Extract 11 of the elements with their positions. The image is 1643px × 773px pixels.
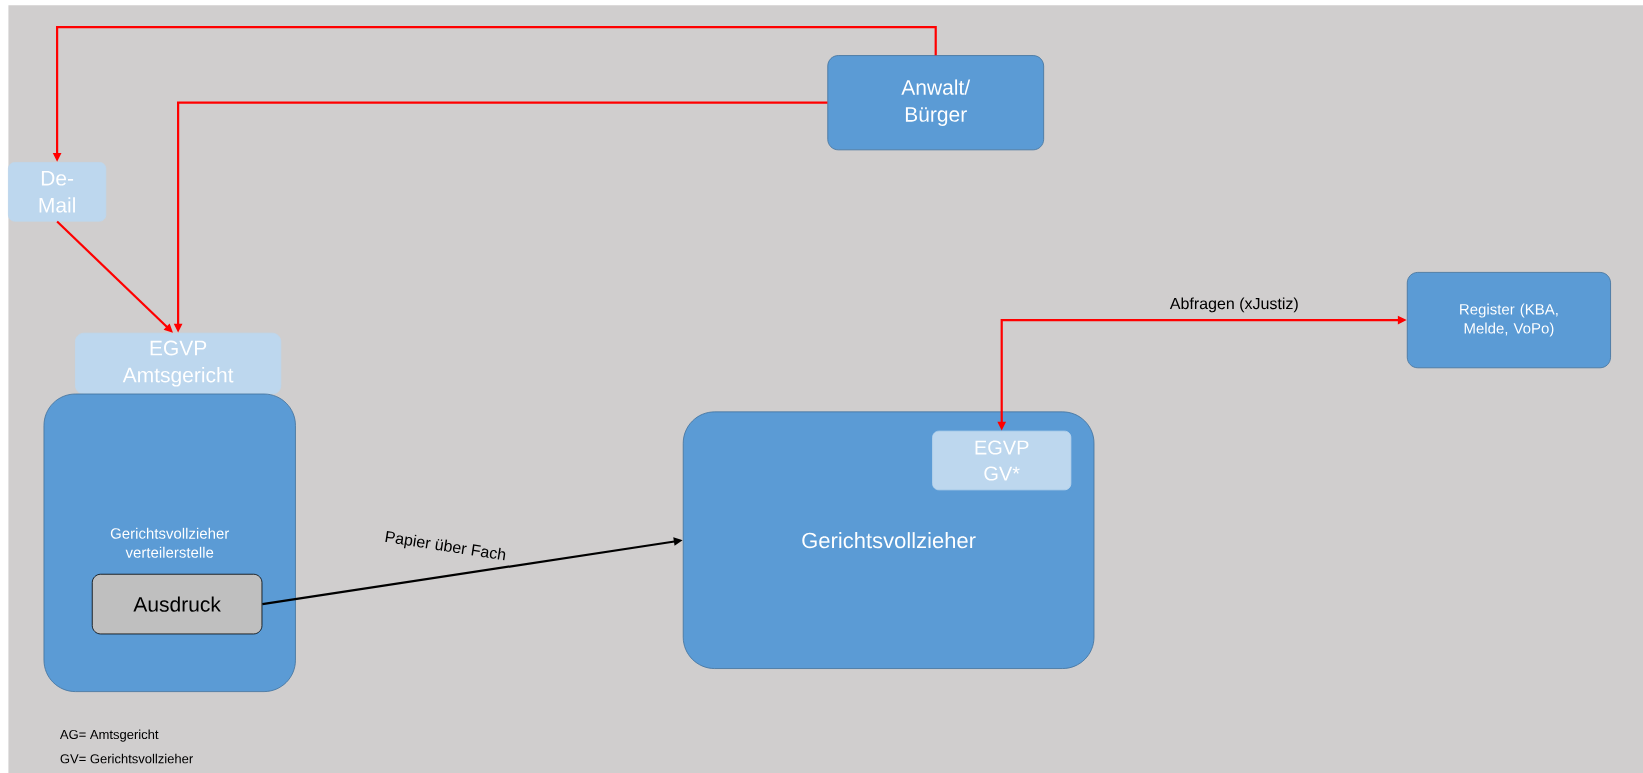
process-box: Anwalt/ Bürger [827,55,1045,151]
legend-note: GV= Gerichtsvollzieher [60,753,193,764]
process-box: Register (KBA, Melde, VoPo) [1406,272,1611,369]
inner-box: Ausdruck [91,573,263,635]
system-box: EGVP Amtsgericht [75,332,282,395]
edge-label: Abfragen (xJustiz) [1168,296,1300,314]
legend-note: AG= Amtsgericht [59,729,159,742]
inner-box: EGVP GV* [932,430,1072,491]
arrow [56,220,173,333]
system-box: De-Mail [8,162,107,222]
edge-label: Papier über Fach [382,529,509,565]
